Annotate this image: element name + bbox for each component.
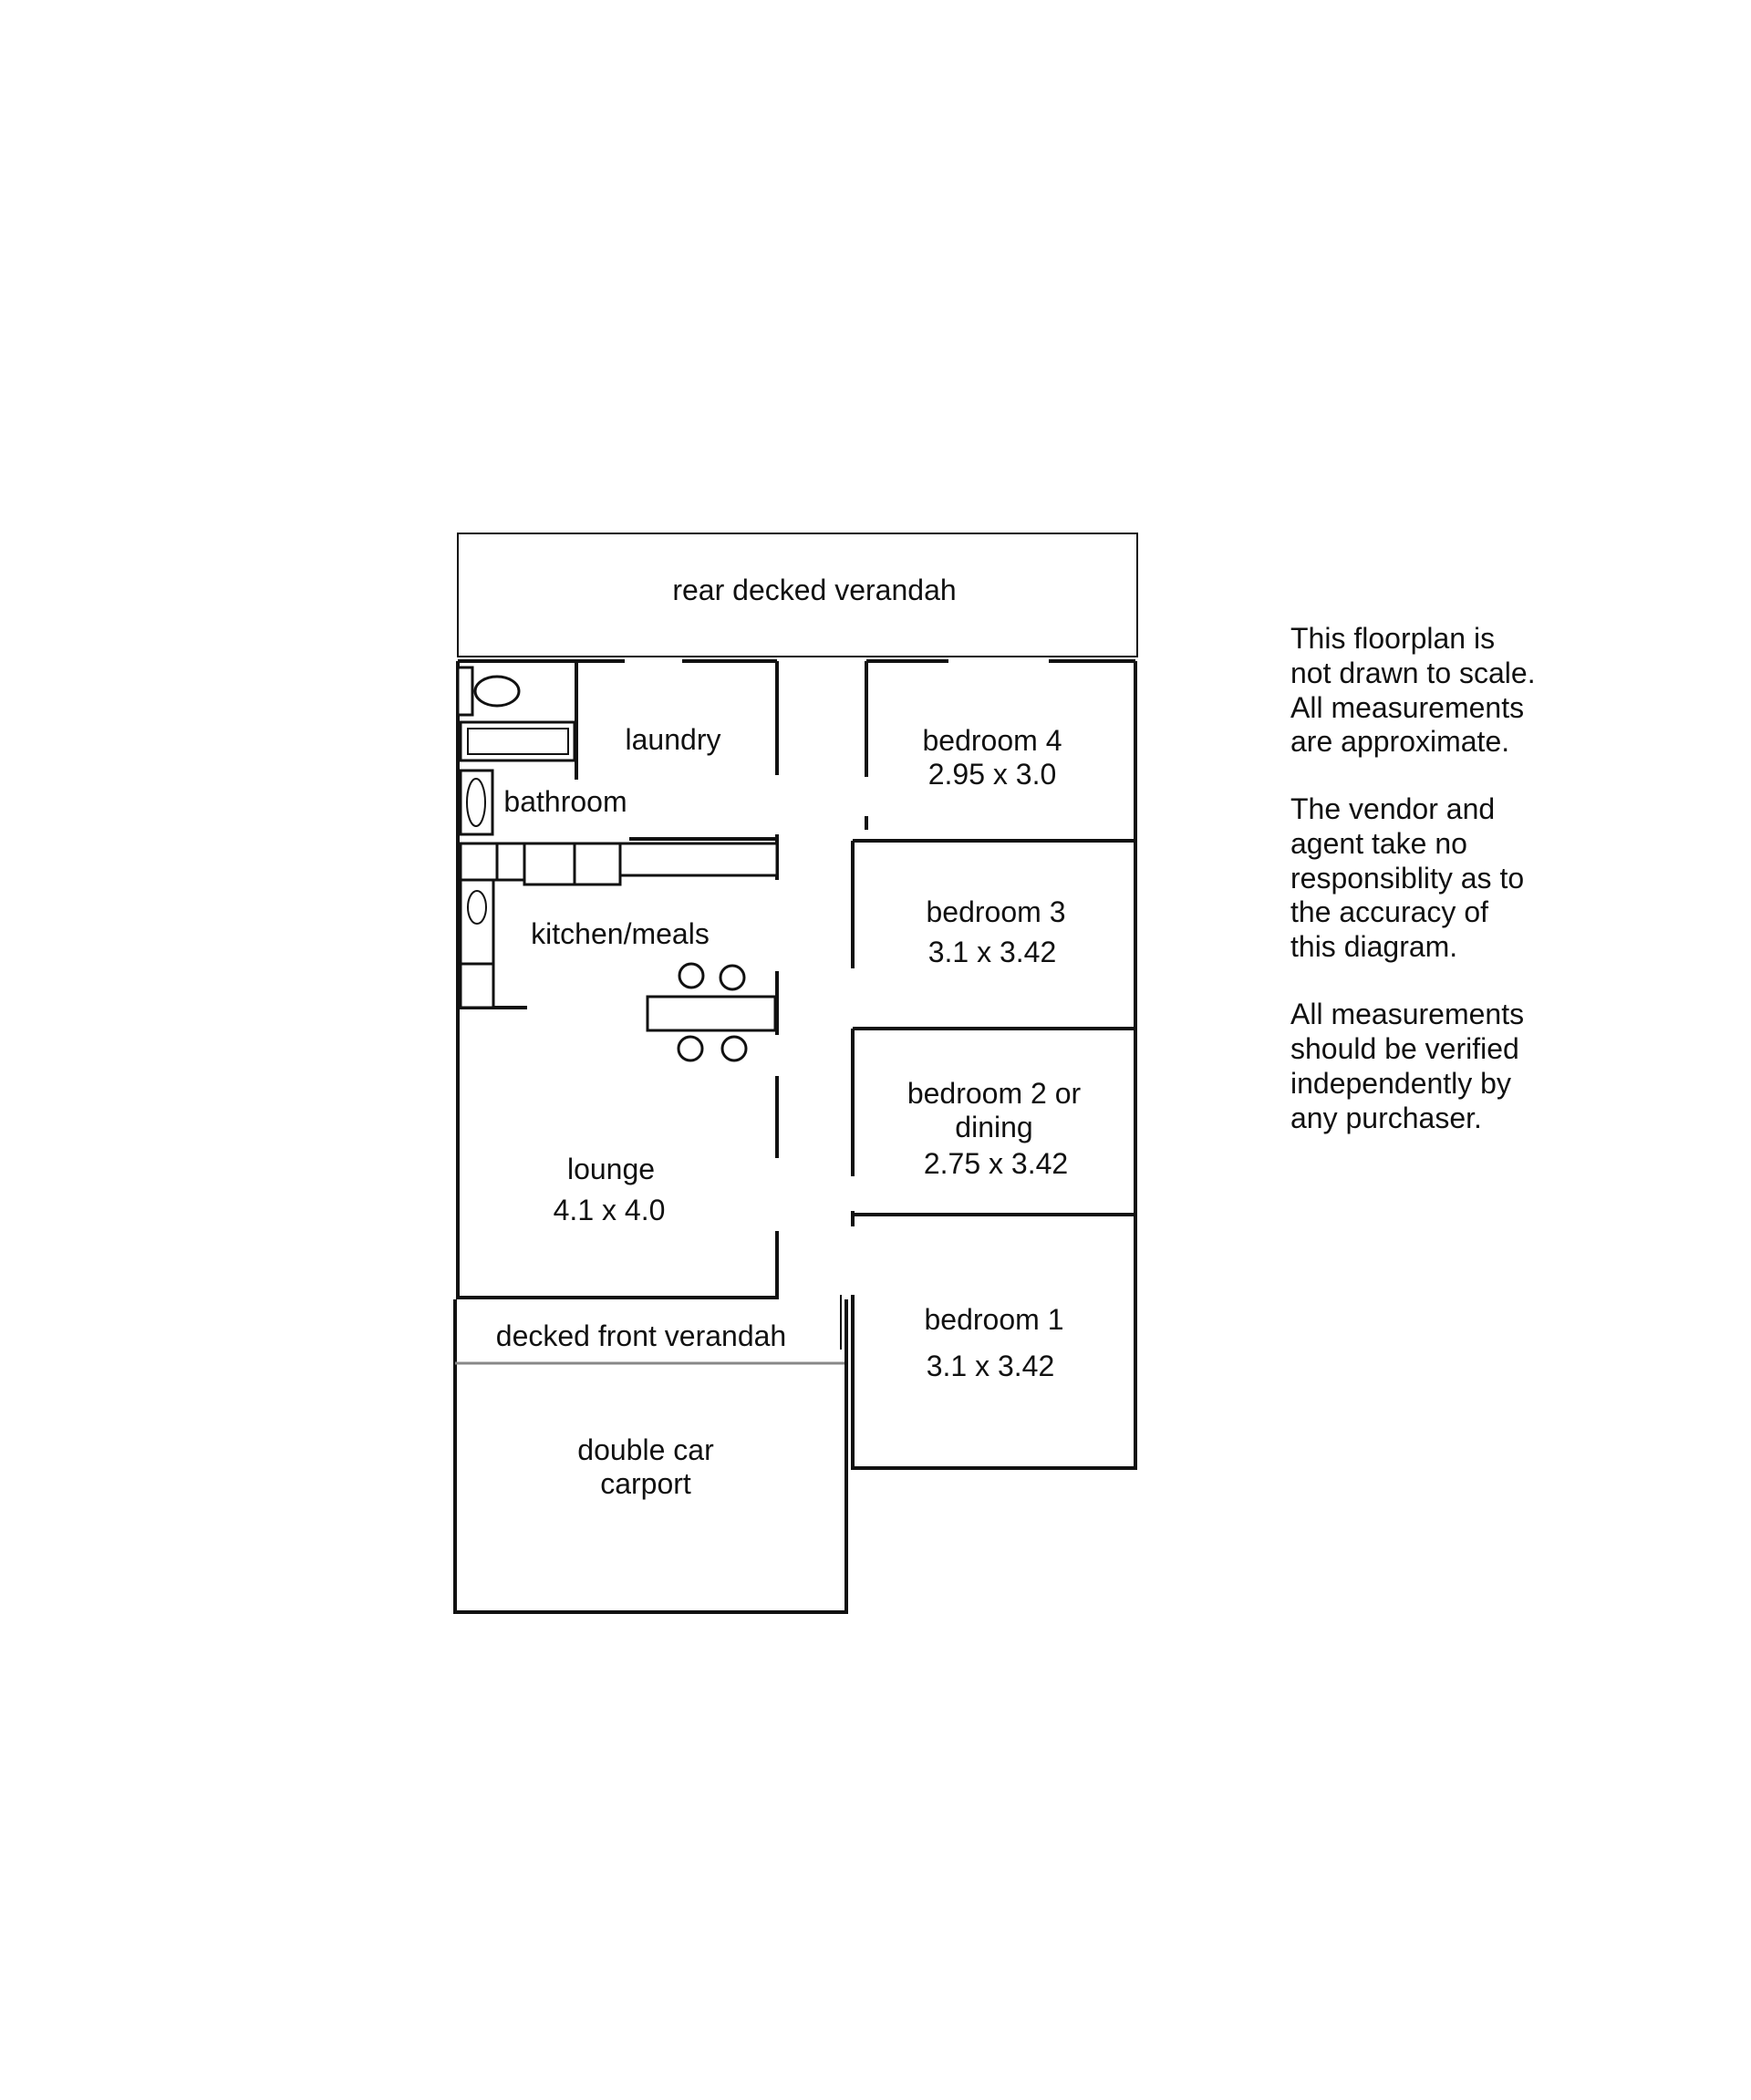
bathroom-fixtures [456,666,576,836]
carport-label-line1: double car [577,1433,714,1466]
dining-table [646,962,777,1062]
kitchen-cabinets [459,842,779,1009]
toilet-fixture [473,675,521,708]
note-line: any purchaser. [1290,1102,1482,1134]
note-line: the accuracy of [1290,895,1488,928]
rear-verandah-label: rear decked verandah [672,574,956,606]
disclaimer-note: This floorplan is not drawn to scale. Al… [1290,622,1536,1134]
bedroom2-size: 2.75 x 3.42 [924,1147,1068,1180]
bedroom1-label: bedroom 1 [925,1303,1064,1336]
front-verandah-label: decked front verandah [496,1319,786,1352]
note-line: responsiblity as to [1290,862,1524,895]
bedroom-block-walls [851,659,1137,1470]
note-line: not drawn to scale. [1290,657,1536,689]
vanity-fixture [459,769,494,836]
bedroom1-size: 3.1 x 3.42 [927,1350,1055,1382]
bedroom4-label: bedroom 4 [923,724,1062,757]
bedroom2-label-line2: dining [955,1111,1032,1143]
kitchen-meals-label: kitchen/meals [531,917,710,950]
note-line: should be verified [1290,1032,1519,1065]
note-line: are approximate. [1290,725,1509,758]
bedroom3-size: 3.1 x 3.42 [928,936,1057,968]
lounge-size: 4.1 x 4.0 [554,1194,666,1226]
rear-verandah-outline [457,533,1138,657]
front-verandah-outline [453,1295,848,1614]
bathroom-label: bathroom [503,785,627,818]
lounge-label: lounge [567,1153,655,1185]
laundry-label: laundry [626,723,721,756]
note-line: All measurements [1290,691,1524,724]
bedroom2-label-line1: bedroom 2 or [907,1077,1082,1110]
note-line: All measurements [1290,998,1524,1030]
bedroom4-size: 2.95 x 3.0 [928,758,1057,791]
note-line: The vendor and [1290,792,1495,825]
note-line: this diagram. [1290,930,1457,963]
bedroom3-label: bedroom 3 [927,895,1066,928]
note-line: independently by [1290,1067,1511,1100]
note-line: This floorplan is [1290,622,1495,655]
sink-fixture [467,890,487,925]
note-line: agent take no [1290,827,1467,860]
carport-label-line2: carport [600,1467,691,1500]
